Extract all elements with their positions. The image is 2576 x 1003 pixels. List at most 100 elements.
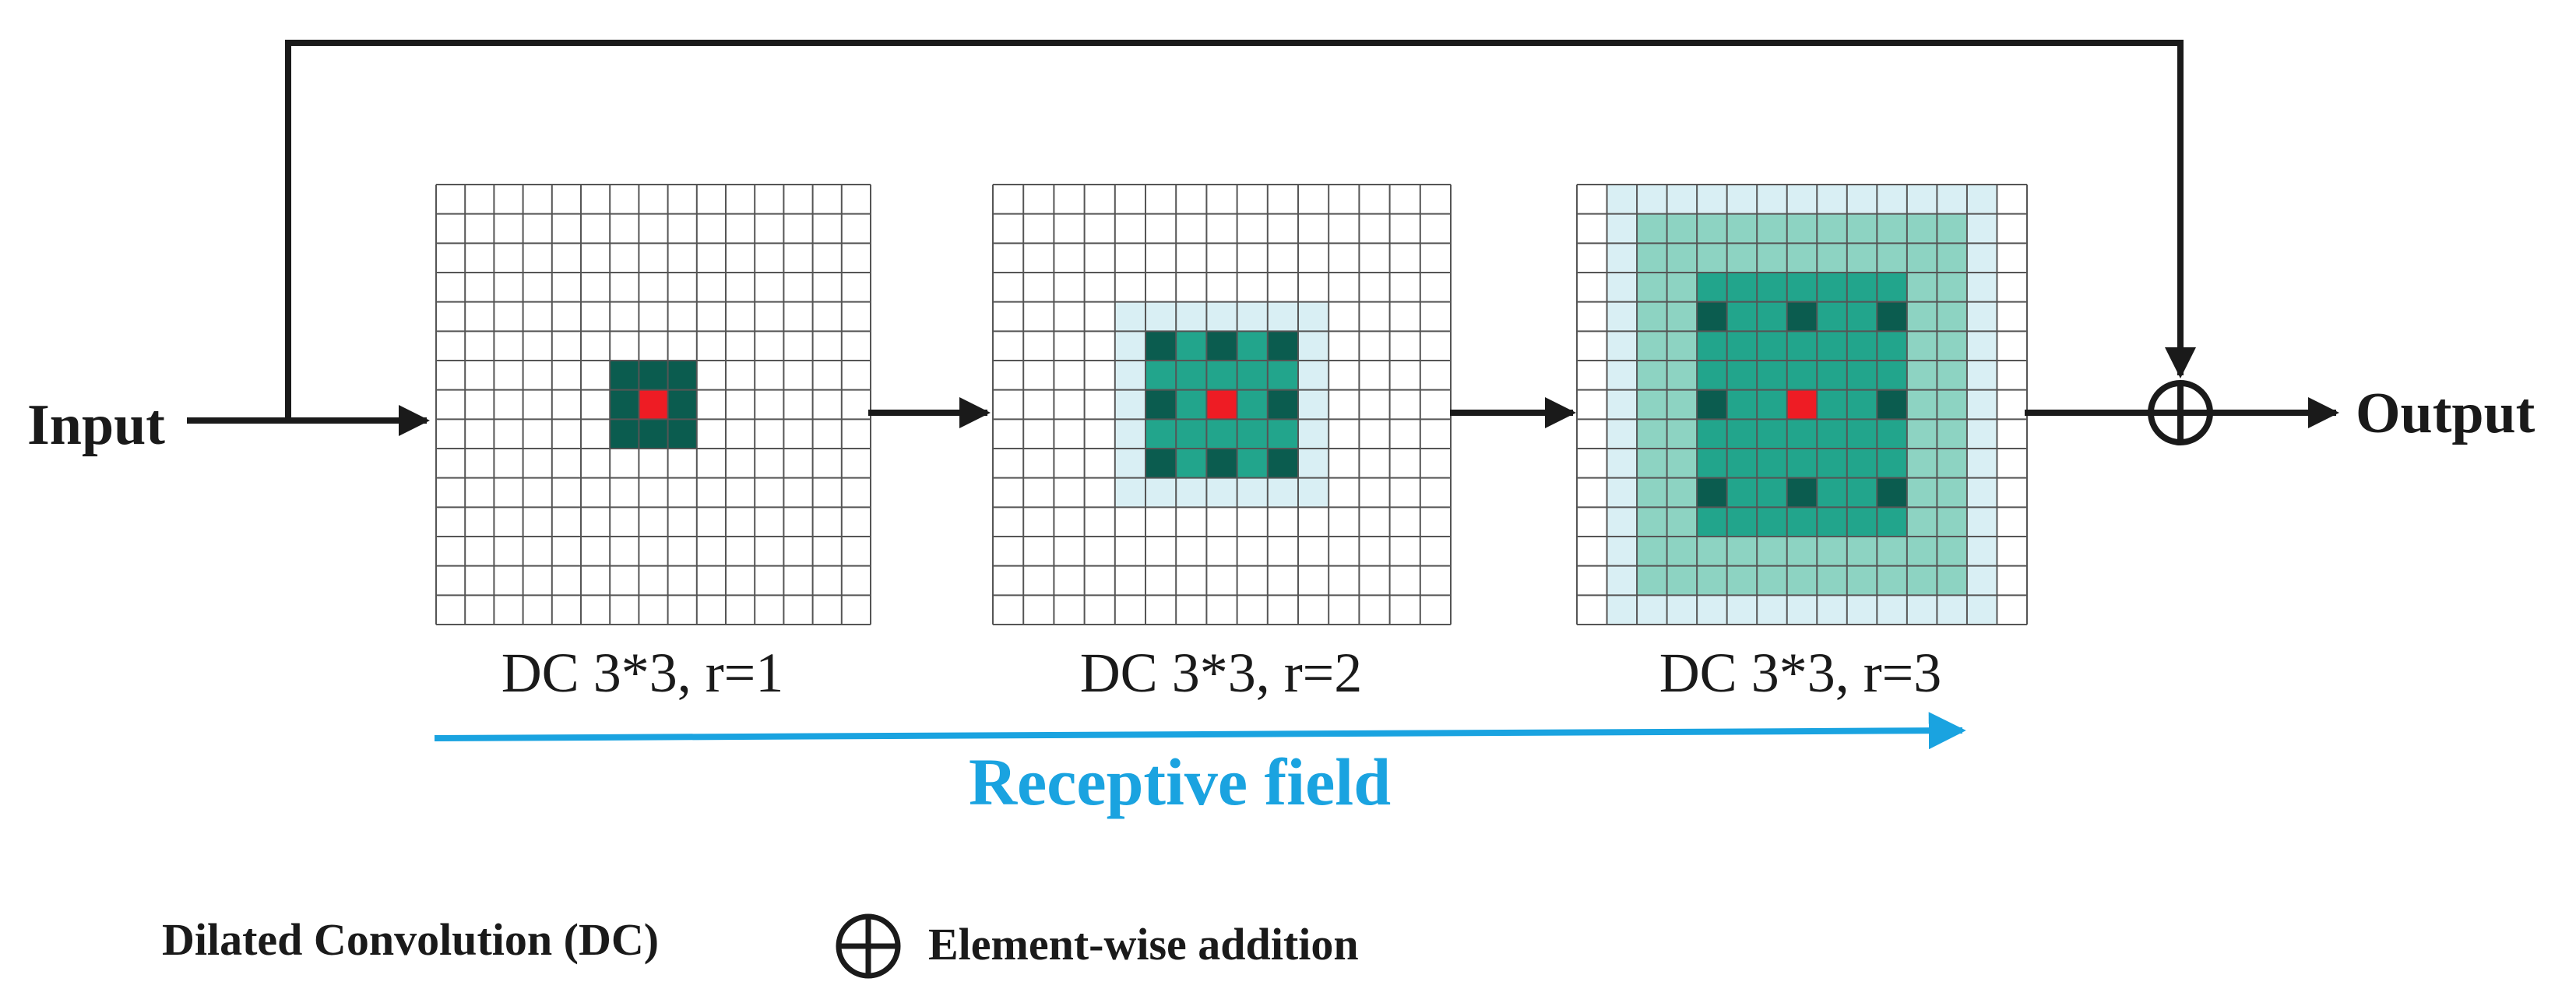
receptive-field-cell — [1817, 301, 1848, 332]
receptive-field-cell — [1937, 595, 1968, 625]
receptive-field-cell — [1846, 301, 1877, 332]
input-label: Input — [27, 393, 165, 457]
receptive-field-cell — [1757, 185, 1788, 215]
receptive-field-cell — [1637, 331, 1668, 361]
receptive-field-cell — [1817, 331, 1848, 361]
receptive-field-cell — [1697, 361, 1728, 391]
receptive-field-cell — [1846, 389, 1877, 420]
kernel-tap-cell — [1145, 331, 1177, 361]
receptive-field-cell — [1937, 185, 1968, 215]
receptive-field-cell — [1114, 419, 1146, 449]
receptive-field-cell — [1846, 449, 1877, 479]
receptive-field-cell — [1757, 301, 1788, 332]
receptive-field-cell — [1606, 595, 1638, 625]
receptive-field-cell — [1606, 419, 1638, 449]
receptive-field-cell — [1757, 537, 1788, 567]
receptive-field-cell — [1786, 449, 1818, 479]
receptive-field-cell — [1937, 419, 1968, 449]
receptive-field-cell — [1757, 243, 1788, 273]
receptive-field-cell — [1906, 565, 1937, 596]
receptive-field-cell — [1637, 243, 1668, 273]
receptive-field-cell — [1906, 243, 1937, 273]
receptive-field-cell — [1937, 477, 1968, 508]
kernel-tap-cell — [1697, 477, 1728, 508]
receptive-field-cell — [1237, 331, 1269, 361]
receptive-field-cell — [1206, 477, 1238, 508]
grid-caption-2: DC 3*3, r=2 — [1080, 642, 1363, 704]
receptive-field-cell — [1846, 361, 1877, 391]
receptive-field-cell — [1114, 477, 1146, 508]
receptive-field-cell — [1817, 565, 1848, 596]
receptive-field-cell — [1846, 185, 1877, 215]
receptive-field-cell — [1937, 537, 1968, 567]
receptive-field-cell — [1267, 301, 1299, 332]
receptive-field-cell — [1877, 537, 1908, 567]
receptive-field-cell — [1298, 331, 1329, 361]
receptive-field-cell — [1757, 273, 1788, 303]
receptive-field-cell — [1697, 213, 1728, 244]
receptive-field-cell — [1606, 273, 1638, 303]
kernel-tap-cell — [610, 389, 639, 420]
receptive-field-cell — [1937, 301, 1968, 332]
receptive-field-cell — [1786, 361, 1818, 391]
receptive-field-cell — [1237, 301, 1269, 332]
receptive-field-cell — [1637, 419, 1668, 449]
receptive-field-cell — [1966, 331, 1997, 361]
receptive-field-cell — [1726, 213, 1758, 244]
receptive-field-cell — [1666, 213, 1698, 244]
receptive-field-cell — [1726, 595, 1758, 625]
receptive-field-cell — [1237, 361, 1269, 391]
receptive-field-cell — [1298, 301, 1329, 332]
receptive-field-cell — [1966, 537, 1997, 567]
legend-add-label: Element-wise addition — [928, 919, 1359, 970]
receptive-field-cell — [1637, 477, 1668, 508]
receptive-field-cell — [1966, 507, 1997, 537]
receptive-field-cell — [1176, 301, 1207, 332]
receptive-field-cell — [1666, 331, 1698, 361]
receptive-field-cell — [1757, 595, 1788, 625]
receptive-field-cell — [1817, 361, 1848, 391]
receptive-field-cell — [1877, 243, 1908, 273]
kernel-tap-cell — [1206, 331, 1238, 361]
receptive-field-cell — [1298, 361, 1329, 391]
receptive-field-cell — [1877, 419, 1908, 449]
receptive-field-cell — [1757, 507, 1788, 537]
receptive-field-cell — [1906, 273, 1937, 303]
receptive-field-cell — [1786, 419, 1818, 449]
output-label: Output — [2356, 382, 2536, 445]
receptive-field-cell — [1966, 419, 1997, 449]
receptive-field-cell — [1206, 361, 1238, 391]
receptive-field-cell — [1145, 477, 1177, 508]
receptive-field-cell — [1757, 389, 1788, 420]
receptive-field-cell — [1846, 331, 1877, 361]
kernel-tap-cell — [1145, 449, 1177, 479]
receptive-field-cell — [1267, 419, 1299, 449]
receptive-field-cell — [1114, 449, 1146, 479]
receptive-field-cell — [1606, 389, 1638, 420]
receptive-field-cell — [1757, 565, 1788, 596]
receptive-field-cell — [1237, 419, 1269, 449]
receptive-field-cell — [1697, 419, 1728, 449]
receptive-field-cell — [1697, 507, 1728, 537]
receptive-field-cell — [1846, 243, 1877, 273]
receptive-field-cell — [1757, 361, 1788, 391]
receptive-field-cell — [1697, 185, 1728, 215]
receptive-field-cell — [1966, 301, 1997, 332]
receptive-field-cell — [1786, 537, 1818, 567]
receptive-field-cell — [1966, 273, 1997, 303]
receptive-field-cell — [1666, 449, 1698, 479]
receptive-field-cell — [1267, 361, 1299, 391]
receptive-field-cell — [1937, 361, 1968, 391]
receptive-field-cell — [1906, 301, 1937, 332]
receptive-field-cell — [1206, 419, 1238, 449]
kernel-tap-cell — [639, 361, 669, 391]
legend-add-icon — [836, 913, 901, 979]
receptive-field-cell — [1817, 507, 1848, 537]
kernel-tap-cell — [1877, 477, 1908, 508]
receptive-field-cell — [1877, 449, 1908, 479]
kernel-tap-cell — [1786, 477, 1818, 508]
receptive-field-cell — [1817, 185, 1848, 215]
legend-dc-label: Dilated Convolution (DC) — [162, 914, 659, 965]
receptive-field-cell — [1817, 537, 1848, 567]
receptive-field-cell — [1176, 331, 1207, 361]
